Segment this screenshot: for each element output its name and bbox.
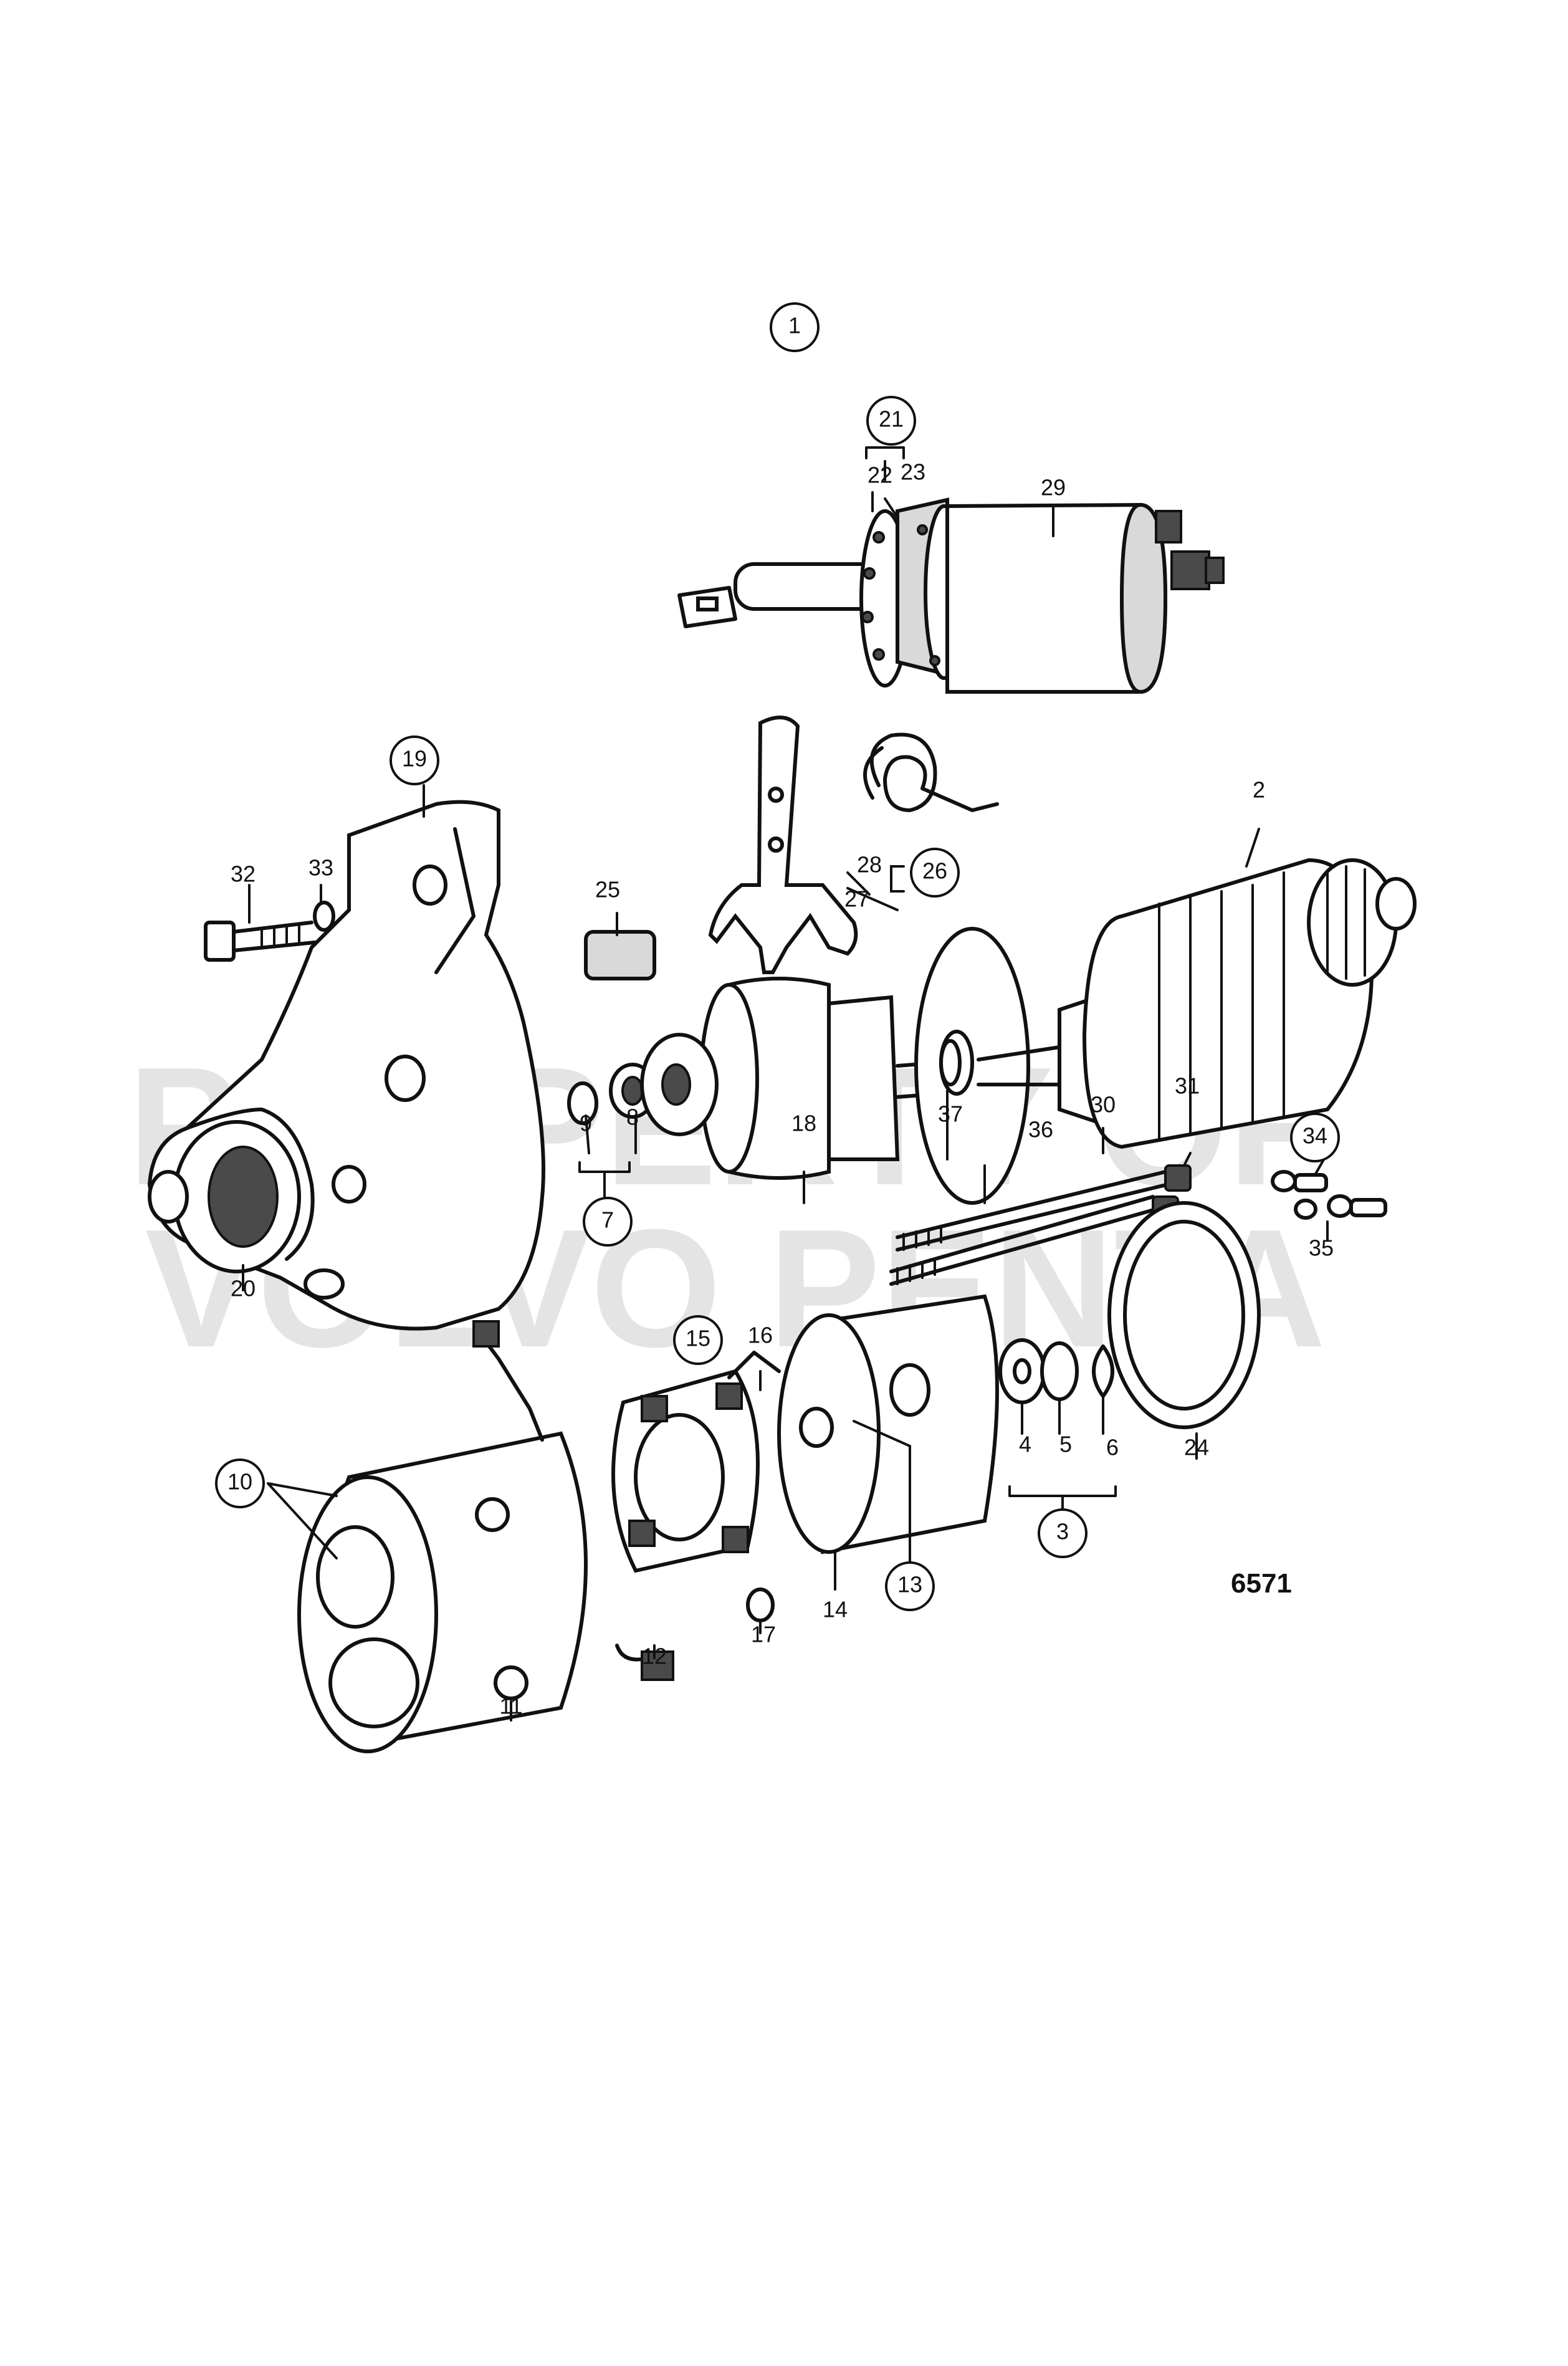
callout-13: 13 [897, 1572, 922, 1597]
circlip [939, 1039, 962, 1086]
callout-21: 21 [879, 406, 904, 432]
solenoid-assembly [677, 497, 1225, 694]
callout-30: 30 [1091, 1092, 1116, 1118]
callout-19: 19 [402, 746, 427, 772]
callout-16: 16 [748, 1323, 773, 1348]
snap-ring [567, 1081, 598, 1125]
field-frame [297, 1320, 674, 1753]
figure-number: 6571 [1231, 1568, 1292, 1599]
callout-9: 9 [580, 1111, 592, 1136]
callout-2: 2 [1253, 777, 1265, 803]
return-spring [863, 732, 999, 812]
callout-36: 36 [1028, 1117, 1053, 1142]
callout-18: 18 [791, 1111, 816, 1136]
callout-15: 15 [686, 1326, 710, 1351]
callout-7: 7 [601, 1207, 614, 1233]
callout-26: 26 [922, 858, 947, 884]
callout-labels: 1 21 22 23 29 19 2 28 26 27 32 33 25 37 … [215, 302, 1340, 1719]
spring-17 [746, 1588, 775, 1622]
washer-5 [1040, 1341, 1079, 1401]
callout-23: 23 [901, 459, 925, 485]
callout-34: 34 [1303, 1123, 1327, 1149]
callout-17: 17 [751, 1622, 776, 1647]
callout-35: 35 [1309, 1235, 1334, 1261]
callout-14: 14 [823, 1597, 848, 1622]
drive-end-housing [147, 800, 545, 1331]
brush-holder [611, 1351, 781, 1622]
drive-pinion [640, 977, 980, 1180]
callout-25: 25 [595, 877, 620, 903]
callout-20: 20 [231, 1276, 256, 1301]
callout-circle-1 [770, 302, 820, 352]
end-frame [777, 1294, 999, 1554]
callout-28: 28 [857, 852, 882, 878]
callout-circle-15 [673, 1315, 723, 1365]
callout-32: 32 [231, 861, 256, 887]
callout-27: 27 [844, 886, 869, 912]
leader-lines [242, 310, 1329, 1722]
callout-circle-7 [583, 1197, 633, 1247]
callout-3: 3 [1056, 1519, 1069, 1545]
callout-37: 37 [938, 1101, 963, 1127]
callout-22: 22 [868, 462, 892, 488]
callout-12: 12 [642, 1644, 667, 1669]
callout-29: 29 [1041, 475, 1066, 501]
callout-5: 5 [1059, 1432, 1072, 1457]
brush-lead-12 [641, 1650, 674, 1681]
bush-14 [799, 1407, 834, 1448]
mounting-bolt [204, 901, 335, 962]
callout-6: 6 [1106, 1435, 1119, 1460]
callout-8: 8 [626, 1104, 639, 1130]
callout-1: 1 [788, 313, 801, 338]
shift-lever [708, 716, 858, 974]
callout-circle-19 [390, 735, 439, 785]
callout-circle-13 [885, 1561, 935, 1611]
callout-circle-26 [910, 848, 960, 898]
callout-10: 10 [227, 1469, 252, 1495]
callout-24: 24 [1184, 1435, 1209, 1460]
armature [977, 858, 1417, 1149]
callout-circle-10 [215, 1458, 265, 1508]
commutator-screws [1271, 1170, 1387, 1220]
callout-circle-21 [866, 396, 916, 446]
part-25-block [584, 930, 656, 980]
callout-circle-34 [1290, 1113, 1340, 1162]
callout-33: 33 [308, 855, 333, 881]
callout-4: 4 [1019, 1432, 1031, 1457]
callout-circle-3 [1038, 1508, 1088, 1558]
callout-31: 31 [1175, 1073, 1200, 1099]
callout-11: 11 [499, 1693, 522, 1719]
